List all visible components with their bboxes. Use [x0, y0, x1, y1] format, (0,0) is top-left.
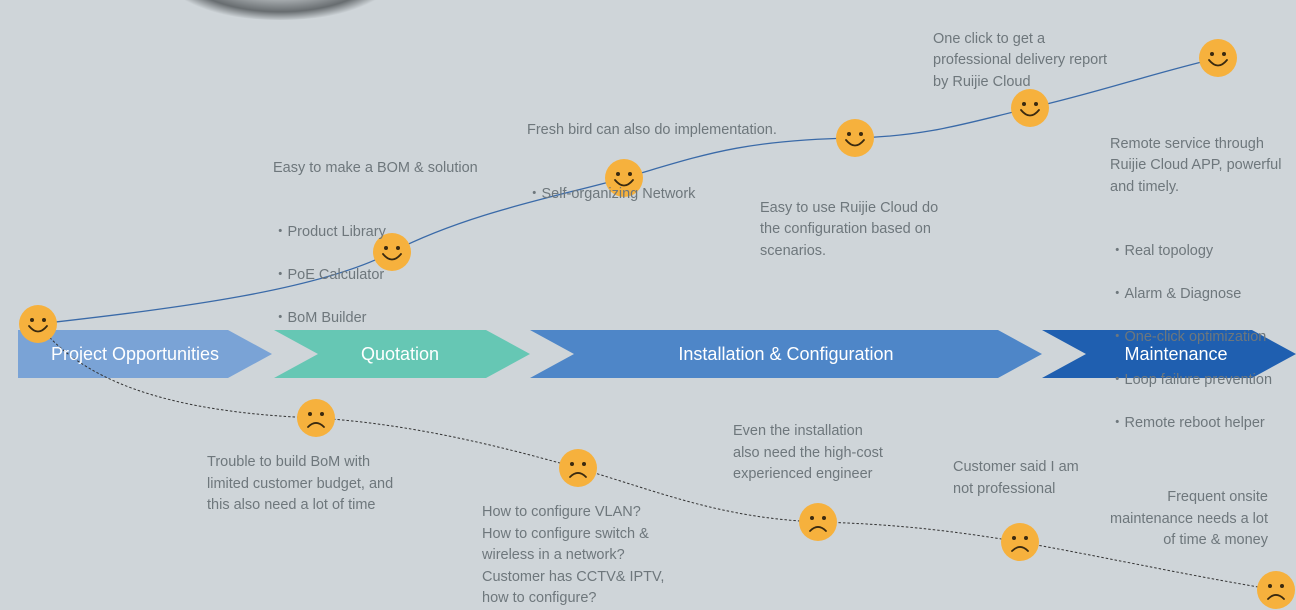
note-heading: Easy to make a BOM & solution [273, 159, 478, 176]
negative-note-installation-cost: Even the installation also need the high… [733, 423, 883, 482]
note-item: Remote reboot helper [1110, 413, 1281, 435]
frown-face-icon [1257, 571, 1295, 609]
positive-note-remote-service: Remote service through Ruijie Cloud APP,… [1110, 112, 1281, 478]
positive-note-quotation: Easy to make a BOM & solution Product Li… [273, 136, 478, 373]
note-heading: Fresh bird can also do implementation. [527, 121, 777, 138]
positive-note-delivery-report: One click to get a professional delivery… [933, 7, 1107, 115]
negative-note-configuration: How to configure VLAN? How to configure … [482, 504, 665, 606]
stage-label-project-opportunities: Project Opportunities [50, 344, 220, 364]
note-item: Alarm & Diagnose [1110, 284, 1281, 306]
stage-label-quotation: Quotation [360, 344, 440, 364]
note-item: One-click optimization [1110, 327, 1281, 349]
smile-face-icon [19, 305, 57, 343]
smile-face-icon [1199, 39, 1237, 77]
frown-face-icon [559, 449, 597, 487]
note-item: Self-organizing Network [527, 184, 777, 206]
stage-arrow-installation [530, 330, 1042, 378]
positive-note-configuration: Easy to use Ruijie Cloud do the configur… [760, 176, 938, 284]
note-item: Product Library [273, 222, 478, 244]
positive-note-implementation: Fresh bird can also do implementation. S… [527, 98, 777, 249]
smile-face-icon [1011, 89, 1049, 127]
stage-label-installation: Installation & Configuration [678, 344, 894, 364]
frown-face-icon [297, 399, 335, 437]
stage-arrow-project-opportunities [18, 330, 272, 378]
smile-face-icon [836, 119, 874, 157]
note-heading: Easy to use Ruijie Cloud do the configur… [760, 199, 939, 259]
negative-journey-line [37, 323, 1277, 591]
stage-label-maintenance: Maintenance [1124, 344, 1228, 364]
stage-arrow-quotation [274, 330, 530, 378]
negative-note-bom: Trouble to build BoM with limited custom… [207, 454, 394, 513]
negative-note-onsite-maintenance: Frequent onsite maintenance needs a lot … [1110, 489, 1268, 548]
note-item: Loop failure prevention [1110, 370, 1281, 392]
note-heading: Remote service through Ruijie Cloud APP,… [1110, 135, 1282, 195]
note-item: Real topology [1110, 241, 1281, 263]
frown-face-icon [799, 503, 837, 541]
note-heading: One click to get a professional delivery… [933, 30, 1108, 90]
note-item: BoM Builder [273, 308, 478, 330]
negative-note-not-professional: Customer said I am not professional [953, 459, 1079, 497]
note-list: Product Library PoE Calculator BoM Build… [273, 201, 478, 352]
frown-face-icon [1001, 523, 1039, 561]
note-list: Self-organizing Network [527, 163, 777, 228]
note-item: PoE Calculator [273, 265, 478, 287]
note-list: Real topology Alarm & Diagnose One-click… [1110, 220, 1281, 457]
